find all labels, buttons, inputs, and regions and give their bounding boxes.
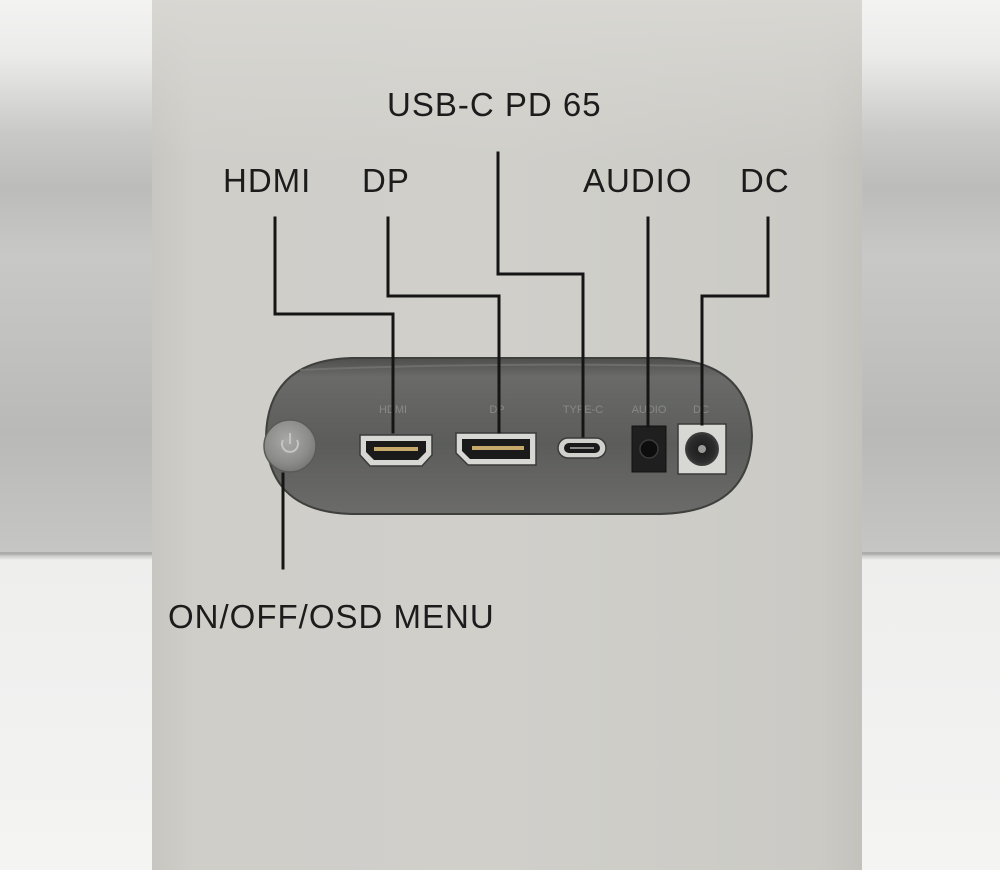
background-wall-left (0, 0, 152, 555)
audio-label: AUDIO (583, 162, 693, 199)
background-floor-right (862, 555, 1000, 870)
power-knob (263, 419, 317, 473)
background-floor-left (0, 555, 152, 870)
hdmi-port (359, 434, 433, 467)
hdmi-label: HDMI (223, 162, 312, 199)
usb-c-port (557, 437, 607, 459)
background-wall-right (862, 0, 1000, 555)
dp-leader-line (386, 216, 501, 434)
hdmi-leader-line (273, 216, 395, 434)
floor-edge-shadow-right (862, 552, 1000, 560)
panel-print-dp: DP (489, 404, 504, 416)
dc-label: DC (740, 162, 790, 199)
floor-edge-shadow-left (0, 552, 152, 560)
audio-jack (631, 425, 667, 473)
usbc-pd-label: USB-C PD 65 (387, 86, 602, 123)
usbc-leader-line (496, 151, 585, 438)
monitor-stand-highlight (152, 0, 862, 160)
power-icon (281, 433, 299, 453)
dc-leader-line (700, 216, 770, 426)
displayport-port (455, 432, 537, 466)
dc-power-jack (677, 423, 727, 475)
dp-label: DP (362, 162, 410, 199)
power-menu-label: ON/OFF/OSD MENU (168, 598, 495, 635)
